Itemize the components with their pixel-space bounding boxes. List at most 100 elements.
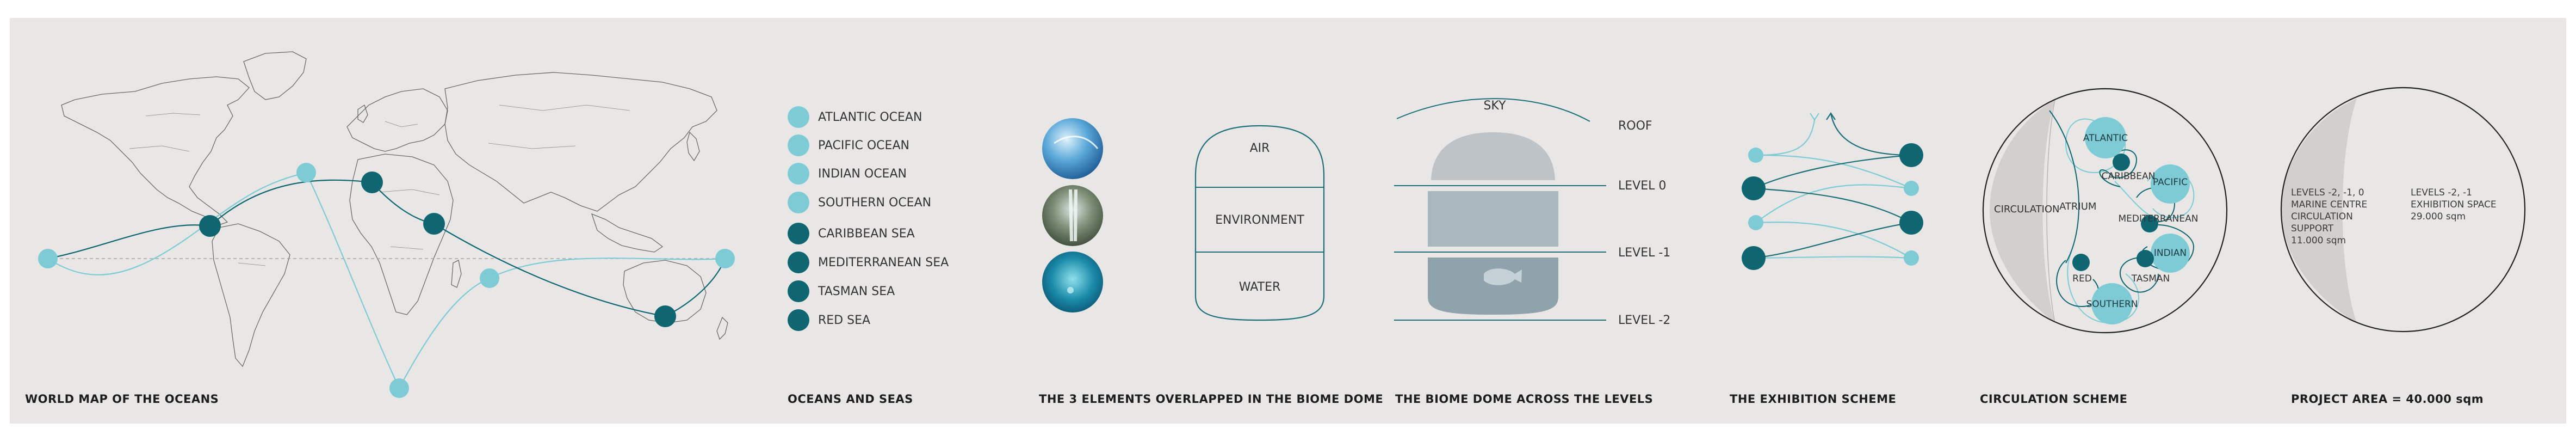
level-0-volume	[1428, 191, 1558, 247]
legend-item: TASMAN SEA	[788, 280, 895, 302]
country-borders	[129, 105, 630, 266]
world-map-diagram	[38, 51, 735, 398]
levels-diagram: SKY ROOF LEVEL 0 LEVEL -1 LEVEL -2	[1394, 98, 1670, 327]
point-indian	[480, 268, 499, 288]
point-mediterranean	[361, 171, 383, 193]
roof-volume	[1431, 132, 1555, 180]
legend-dot	[788, 280, 809, 302]
point-atlantic-west	[38, 249, 58, 268]
legend-label: SOUTHERN OCEAN	[818, 195, 932, 210]
exhibit-light-1	[1748, 148, 1763, 163]
southeast-asia-outline	[591, 213, 664, 253]
level-2-label: LEVEL -2	[1618, 314, 1670, 327]
level-1-volume	[1428, 258, 1558, 315]
world-map-panel: WORLD MAP OF THE OCEANS	[10, 18, 782, 424]
circulation-zone	[1990, 100, 2055, 323]
red-node	[2072, 254, 2090, 271]
atrium-loop	[2049, 110, 2079, 264]
legend-item: SOUTHERN OCEAN	[788, 192, 931, 213]
sky-arc	[1396, 98, 1590, 122]
red-label: RED	[2072, 273, 2092, 284]
legend-label: INDIAN OCEAN	[818, 167, 907, 181]
elements-diagram: AIR ENVIRONMENT WATER	[1042, 118, 1325, 321]
exhibit-dark-4	[1742, 246, 1766, 270]
air-label: AIR	[1250, 142, 1270, 155]
legend-item: INDIAN OCEAN	[788, 163, 907, 185]
legend-dot	[788, 192, 809, 213]
project-left-line: 11.000 sqm	[2291, 235, 2346, 246]
caribbean-loop	[2099, 149, 2138, 187]
board: WORLD MAP OF THE OCEANS ATLANTIC OCEAN PA…	[10, 18, 2566, 424]
level-1-label: LEVEL -1	[1618, 246, 1670, 260]
atlantic-label: ATLANTIC	[2083, 133, 2128, 144]
project-right-line: EXHIBITION SPACE	[2411, 199, 2497, 210]
point-caribbean	[199, 215, 221, 237]
australia-outline	[623, 260, 707, 323]
caribbean-label: CARIBBEAN	[2102, 171, 2156, 182]
legend-dot	[788, 106, 809, 128]
air-image	[1042, 118, 1103, 179]
legend-item: ATLANTIC OCEAN	[788, 106, 922, 128]
pacific-route	[306, 172, 726, 390]
legend-label: PACIFIC OCEAN	[818, 138, 909, 152]
marine-centre-zone	[2281, 99, 2357, 323]
level-0-label: LEVEL 0	[1618, 179, 1666, 193]
water-image	[1042, 252, 1103, 313]
exhibit-dark-3	[1899, 211, 1923, 235]
legend-label: MEDITERRANEAN SEA	[818, 255, 949, 269]
elements-title: THE 3 ELEMENTS OVERLAPPED IN THE BIOME D…	[1039, 393, 1384, 406]
europe-outline	[346, 88, 448, 152]
project-diagram	[2280, 87, 2526, 333]
legend-dot	[788, 163, 809, 185]
project-left-line: MARINE CENTRE	[2291, 199, 2368, 210]
circulation-diagram: CIRCULATION ATRIUM ATLANTIC CARIBBEAN PA…	[1982, 88, 2228, 334]
south-america-outline	[212, 223, 290, 367]
project-left-line: CIRCULATION	[2291, 211, 2353, 222]
madagascar-outline	[451, 260, 462, 288]
levels-title: THE BIOME DOME ACROSS THE LEVELS	[1395, 393, 1654, 406]
mediterranean-label: MEDITERRANEAN	[2118, 213, 2198, 224]
exhibit-light-2	[1904, 181, 1919, 196]
legend-label: CARIBBEAN SEA	[818, 226, 915, 241]
tasman-node	[2137, 250, 2154, 267]
point-red-sea	[423, 213, 445, 235]
legend-item: PACIFIC OCEAN	[788, 134, 909, 156]
tasman-loop	[2120, 257, 2159, 293]
elements-panel: AIR ENVIRONMENT WATER THE 3 ELEMENTS OVE…	[1032, 18, 1384, 424]
southern-label: SOUTHERN	[2086, 299, 2138, 310]
project-right-line: 29.000 sqm	[2411, 211, 2466, 222]
southern-node	[2091, 283, 2133, 324]
roof-label: ROOF	[1618, 119, 1652, 133]
legend-label: ATLANTIC OCEAN	[818, 110, 922, 124]
project-outline	[2280, 87, 2526, 333]
point-southern	[389, 378, 409, 398]
atlantic-node	[2085, 117, 2126, 158]
greenland-outline	[243, 51, 307, 100]
legend-label: RED SEA	[818, 313, 871, 327]
project-title: PROJECT AREA = 40.000 sqm	[2291, 393, 2484, 406]
environment-label: ENVIRONMENT	[1215, 213, 1304, 227]
legend-item: MEDITERRANEAN SEA	[788, 252, 949, 273]
oceans-title: OCEANS AND SEAS	[788, 393, 913, 406]
exhibition-diagram	[1742, 112, 1923, 270]
circulation-label: CIRCULATION	[1994, 204, 2060, 215]
legend-dot	[788, 309, 809, 331]
exhibition-title: THE EXHIBITION SCHEME	[1730, 393, 1897, 406]
tasman-route	[371, 182, 726, 317]
legend-dot	[788, 252, 809, 273]
exhibit-light-4	[1904, 250, 1919, 266]
exhibit-dark-2	[1742, 176, 1766, 200]
light-paths	[1754, 113, 1912, 259]
mediterranean-node	[2141, 215, 2158, 232]
point-atlantic-north	[296, 163, 316, 182]
project-right-line: LEVELS -2, -1	[2411, 187, 2472, 198]
indian-node	[2151, 234, 2190, 273]
project-left-line: LEVELS -2, -1, 0	[2291, 187, 2364, 198]
legend-dot	[788, 134, 809, 156]
circulation-panel: CIRCULATION ATRIUM ATLANTIC CARIBBEAN PA…	[1979, 18, 2256, 424]
fish-icon	[1484, 268, 1522, 285]
world-map-title: WORLD MAP OF THE OCEANS	[25, 393, 219, 406]
